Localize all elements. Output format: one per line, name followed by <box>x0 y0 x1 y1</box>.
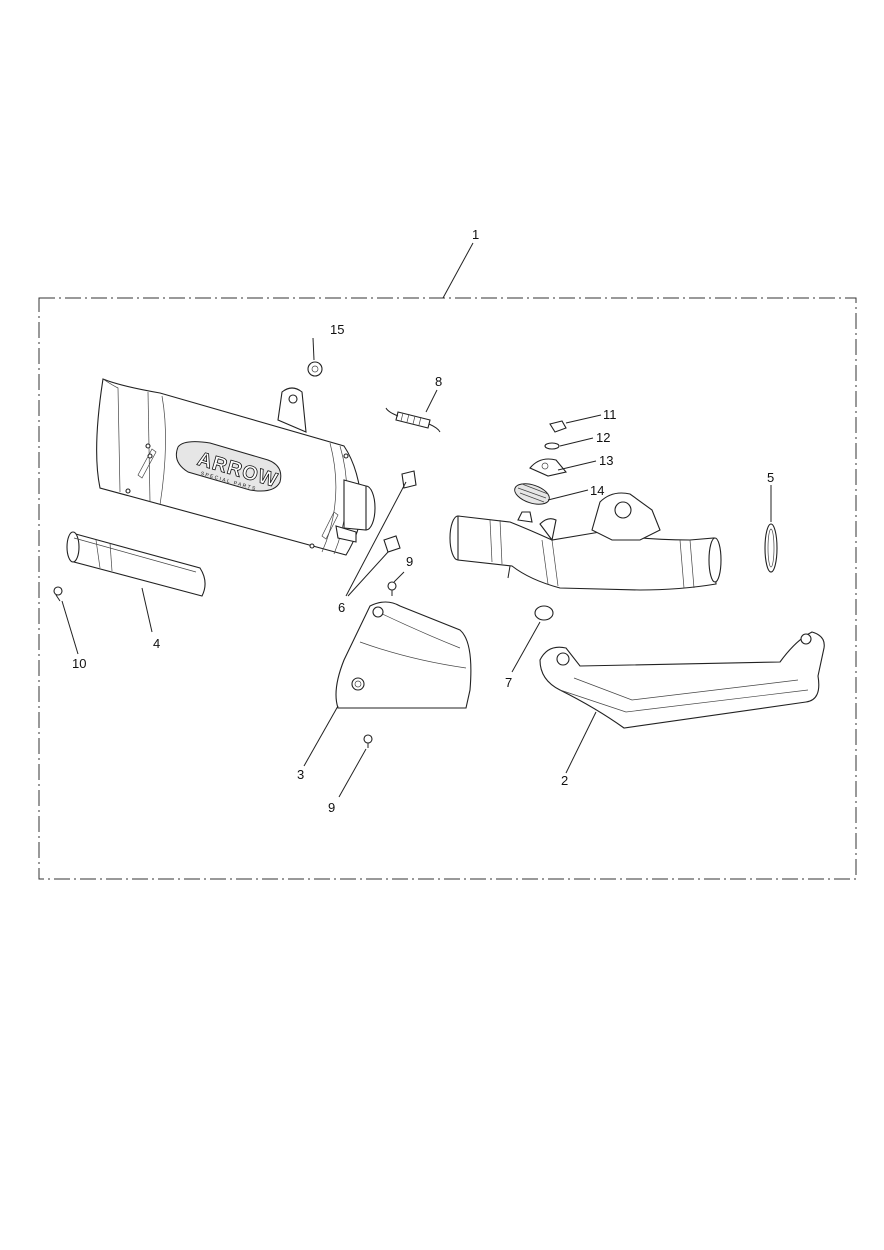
heat-shield-part-3 <box>335 601 472 709</box>
callout-labels: 1 15 8 11 12 13 14 5 9 6 4 10 7 3 2 9 <box>72 227 774 815</box>
callout-6: 6 <box>338 600 345 615</box>
screw-part-9-lower <box>363 734 373 748</box>
callout-14: 14 <box>590 483 604 498</box>
kit-boundary-frame <box>38 297 857 880</box>
callout-5: 5 <box>767 470 774 485</box>
leader-lines <box>61 242 772 798</box>
lower-guard-part-2 <box>539 631 825 729</box>
callout-1: 1 <box>472 227 479 242</box>
silencer-part: ARROW SPECIAL PARTS <box>96 378 376 556</box>
mesh-part-14 <box>514 483 550 505</box>
grommet-part-7 <box>534 605 554 621</box>
screw-part-10 <box>53 586 63 602</box>
callout-2: 2 <box>561 773 568 788</box>
callout-9-upper: 9 <box>406 554 413 569</box>
callout-9-lower: 9 <box>328 800 335 815</box>
callout-11: 11 <box>603 407 617 422</box>
callout-13: 13 <box>599 453 613 468</box>
header-pipe-part <box>449 492 722 591</box>
callout-15: 15 <box>330 322 344 337</box>
gasket-part-5 <box>764 523 778 573</box>
callout-4: 4 <box>153 636 160 651</box>
callout-10: 10 <box>72 656 86 671</box>
washer-part-12 <box>544 442 560 450</box>
spring-part-8 <box>385 407 441 433</box>
link-pipe-part <box>66 531 206 597</box>
callout-3: 3 <box>297 767 304 782</box>
screw-part-9-upper <box>387 581 397 596</box>
clip-part-6 <box>383 470 417 553</box>
flap-part-13 <box>529 458 568 477</box>
nut-part-11 <box>549 420 567 433</box>
callout-8: 8 <box>435 374 442 389</box>
nut-part-15 <box>307 361 323 377</box>
callout-12: 12 <box>596 430 610 445</box>
callout-7: 7 <box>505 675 512 690</box>
